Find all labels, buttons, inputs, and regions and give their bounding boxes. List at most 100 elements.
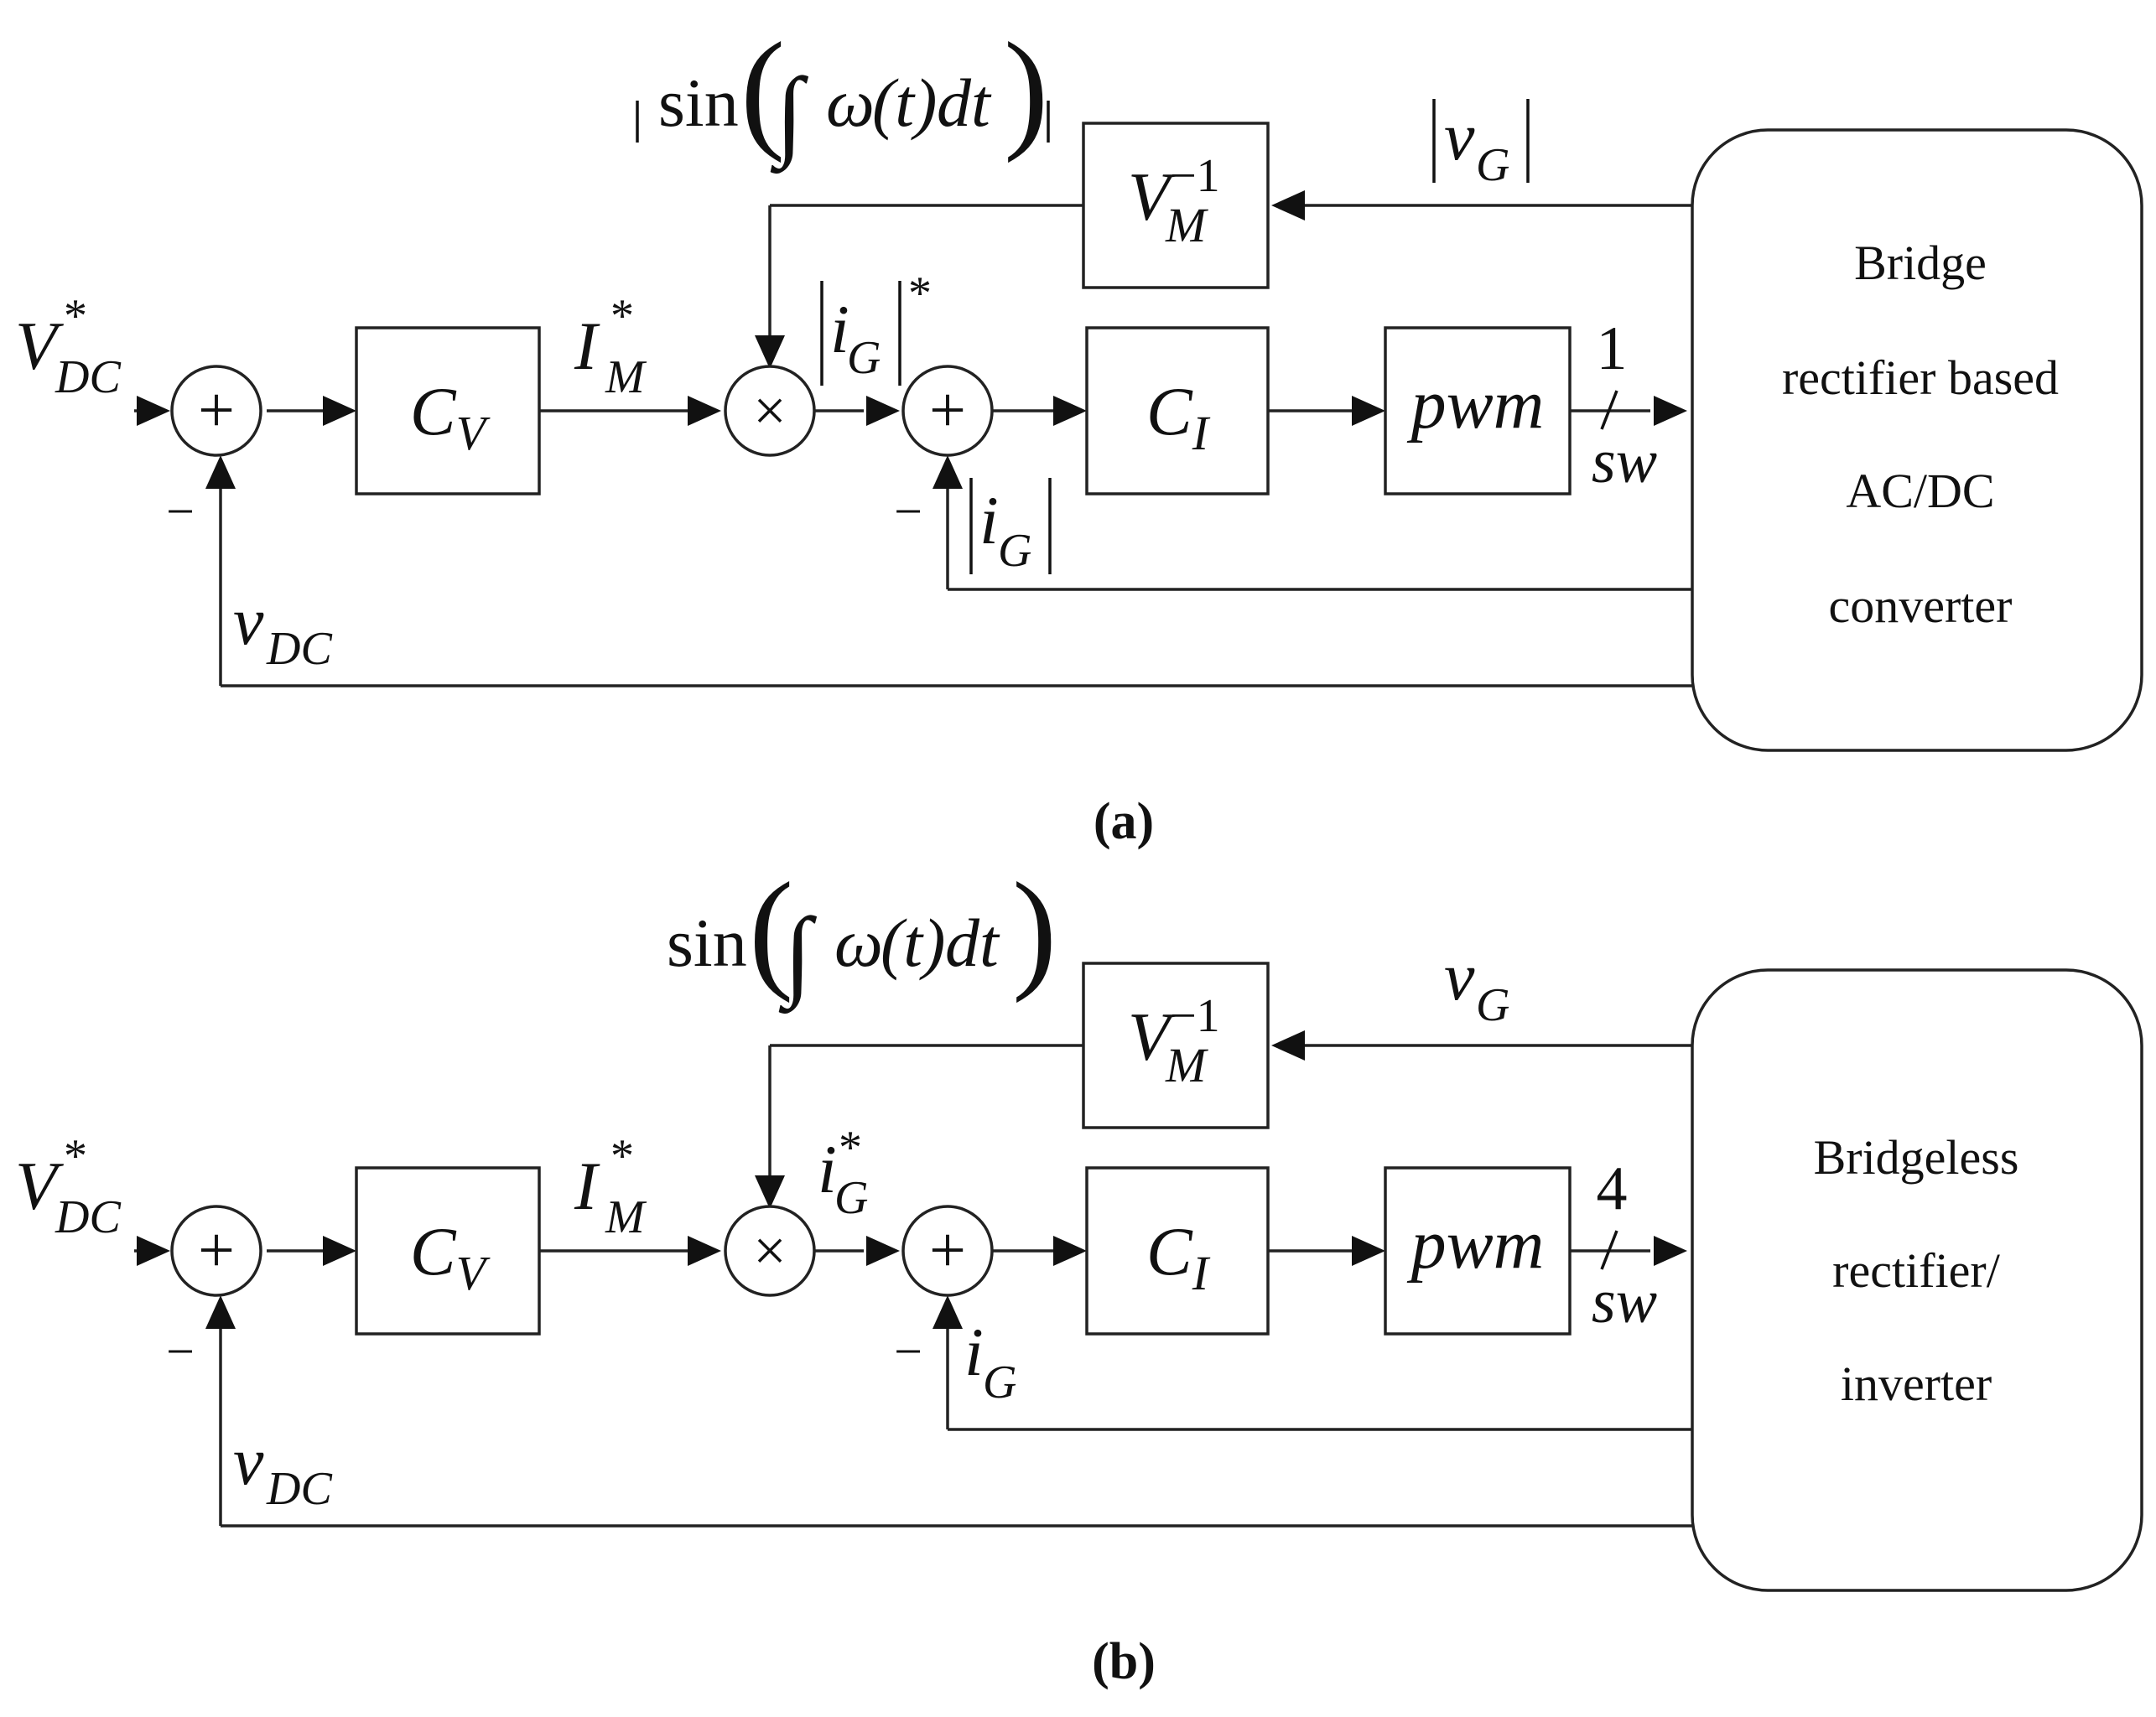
sine-paren-close: ): [1004, 14, 1048, 163]
im-ref-label: I: [574, 308, 600, 384]
converter-line-2: rectifier based: [1782, 350, 2059, 405]
im-ref-label: I: [574, 1148, 600, 1224]
converter-line-3: AC/DC: [1846, 464, 1994, 518]
multiplier-junction: [724, 365, 816, 457]
bus-slash-mark: [1600, 1230, 1618, 1270]
vdc-setpoint-sub: DC: [55, 1191, 121, 1243]
arrowheads: [137, 190, 1687, 489]
ig-feedback-label: i G: [969, 478, 1052, 577]
sum2-plus-sign: +: [929, 1213, 966, 1286]
converter-line-3: inverter: [1841, 1356, 1992, 1411]
vg-main: v: [1444, 98, 1475, 174]
sum2-plus-sign: +: [929, 373, 966, 446]
pwm-label: pwm: [1407, 366, 1545, 444]
converter-line-1: Bridge: [1854, 236, 1987, 290]
inverse-amplitude-block: [1082, 962, 1270, 1129]
sum1-minus-sign: −: [166, 1324, 195, 1379]
converter-line-4: converter: [1829, 578, 2013, 633]
vg-sub: G: [1476, 139, 1509, 191]
bus-sw: sw: [1592, 1268, 1657, 1336]
vdc-setpoint-label: V: [15, 1148, 64, 1224]
vg-main: v: [1444, 938, 1475, 1014]
vg-label: v G: [1444, 938, 1509, 1031]
vdc-feedback-label: v: [233, 1423, 264, 1499]
vdc-setpoint-label: V: [15, 308, 64, 384]
ig-fb-main: i: [979, 482, 999, 558]
voltage-controller-block: [355, 1166, 541, 1336]
ci-label: CI: [1146, 1213, 1211, 1300]
summing-junction-current: [901, 1205, 994, 1297]
vdc-feedback-sub: DC: [266, 1463, 332, 1515]
sine-reference-label: sin ( ∫ ω (t) dt ): [667, 854, 1057, 1014]
voltage-controller-block: [355, 326, 541, 495]
sine-fn: sin: [658, 65, 739, 141]
sum2-minus-sign: −: [894, 484, 922, 539]
multiply-sign: ×: [753, 1219, 786, 1284]
ig-ref-main: i: [830, 291, 849, 367]
sine-paren-open: (: [749, 854, 793, 1004]
inverse-amplitude-block: [1082, 122, 1270, 289]
vg-sub: G: [1476, 979, 1509, 1031]
signal-wires: [134, 1044, 1692, 1528]
sine-t: (t): [872, 65, 937, 141]
ig-ref-sup: *: [908, 267, 932, 319]
panel-a: + − × + − CV CI pwm V −1 M V * DC I * M …: [15, 14, 2143, 850]
vm-inverse-label: V: [1128, 999, 1177, 1075]
current-controller-block: [1085, 326, 1270, 495]
summing-junction-voltage: [170, 365, 262, 457]
im-ref-sup: *: [610, 1130, 634, 1182]
ig-feedback-label: i G: [964, 1314, 1016, 1408]
converter-line-2: rectifier/: [1832, 1243, 2001, 1298]
ig-fb-sub: G: [998, 525, 1031, 577]
vg-label: v G: [1432, 98, 1530, 191]
vdc-feedback-label: v: [233, 583, 264, 659]
bus-sw: sw: [1592, 428, 1657, 496]
converter-block: [1691, 968, 2143, 1592]
vm-inverse-sub: M: [1165, 1038, 1208, 1092]
sum1-plus-sign: +: [198, 373, 235, 446]
ig-ref-sub: G: [834, 1172, 868, 1224]
sine-dt: dt: [937, 65, 992, 141]
converter-block: [1691, 128, 2143, 752]
sine-fn: sin: [667, 905, 747, 981]
sum2-minus-sign: −: [894, 1324, 922, 1379]
vm-inverse-sup: −1: [1170, 990, 1220, 1042]
pwm-label: pwm: [1407, 1206, 1545, 1284]
vdc-feedback-sub: DC: [266, 623, 332, 675]
sine-paren-close: ): [1012, 854, 1057, 1004]
multiply-sign: ×: [753, 379, 786, 444]
sum1-minus-sign: −: [166, 484, 195, 539]
multiplier-junction: [724, 1205, 816, 1297]
pwm-block: [1384, 1166, 1572, 1336]
bus-slash-mark: [1600, 390, 1618, 430]
sum1-plus-sign: +: [198, 1213, 235, 1286]
ci-label: CI: [1146, 373, 1211, 460]
sine-dt: dt: [945, 905, 1000, 981]
vdc-setpoint-sup: *: [64, 1130, 87, 1182]
panel-caption: (a): [1094, 793, 1154, 850]
ig-fb-sub: G: [983, 1356, 1016, 1408]
panel-b: + − × + − CV CI pwm V −1 M V * DC I * M …: [15, 854, 2143, 1690]
sine-integral: ∫: [778, 897, 818, 1014]
panel-caption: (b): [1092, 1633, 1156, 1690]
sine-t: (t): [881, 905, 945, 981]
sine-omega: ω: [826, 65, 875, 141]
im-ref-sup: *: [610, 290, 634, 342]
im-ref-sub: M: [605, 351, 647, 403]
summing-junction-current: [901, 365, 994, 457]
arrowheads: [137, 1030, 1687, 1329]
vm-inverse-sup: −1: [1170, 150, 1220, 202]
cv-label: CV: [410, 373, 491, 460]
im-ref-sub: M: [605, 1191, 647, 1243]
bus-count: 1: [1597, 314, 1628, 383]
current-controller-block: [1085, 1166, 1270, 1336]
vdc-setpoint-sup: *: [64, 290, 87, 342]
ig-ref-sub: G: [847, 332, 881, 384]
bus-count: 4: [1597, 1154, 1628, 1223]
converter-line-1: Bridgeless: [1814, 1130, 2019, 1185]
vdc-setpoint-sub: DC: [55, 351, 121, 403]
sine-paren-open: (: [740, 14, 785, 163]
ig-ref-main: i: [818, 1131, 837, 1207]
vm-inverse-label: V: [1128, 158, 1177, 235]
